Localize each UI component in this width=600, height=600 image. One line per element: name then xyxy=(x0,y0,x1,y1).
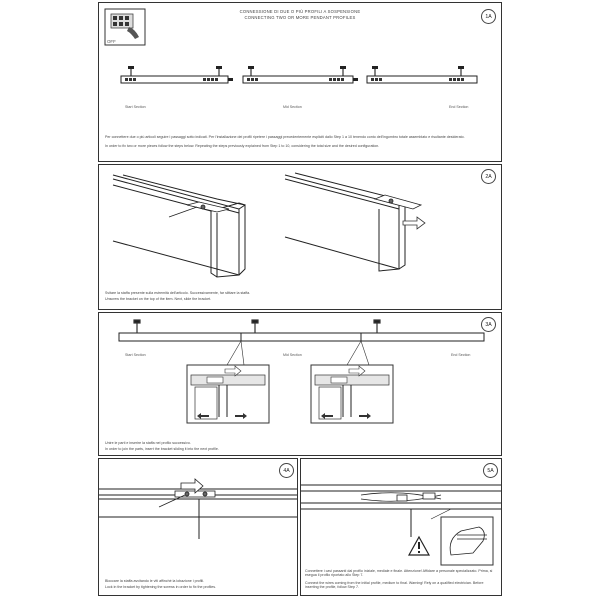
warning-icon xyxy=(407,535,431,556)
step-5a-drawing xyxy=(301,484,501,566)
detail-joint-left xyxy=(186,364,270,424)
bracket-screw-icon xyxy=(158,478,216,508)
label-start-section: Start Section xyxy=(125,353,146,357)
panel-step-3a: 3A Start Section Mid Section End Section… xyxy=(98,312,502,456)
step-2a-drawing xyxy=(112,172,426,278)
label-end-section: End Section xyxy=(451,353,471,357)
step-3a-drawing xyxy=(118,319,485,424)
step-4a-caption-it: Bloccare la staffa avvitando le viti aff… xyxy=(105,579,205,583)
step-4a-drawing xyxy=(99,478,297,539)
detail-joint-right xyxy=(310,364,394,424)
profile-perspective-right xyxy=(284,172,406,272)
profile-perspective-left xyxy=(112,174,246,278)
label-mid-section: Mid Section xyxy=(283,353,302,357)
bracket-left-icon xyxy=(168,201,230,218)
mid-section-profile xyxy=(242,66,358,84)
label-mid-section: Mid Section xyxy=(283,105,302,109)
step-4a-caption-en: Lock in the bracket by tightening the sc… xyxy=(105,585,217,589)
step-5a-caption-en: Connect the wires coming from the initia… xyxy=(305,581,484,590)
step-2a-caption-it: Svitare la staffa presente sulla estremi… xyxy=(105,291,251,295)
hand-detail-icon xyxy=(440,516,494,566)
step-5a-caption-it: Connettere i cavi passanti dal profilo i… xyxy=(305,569,493,578)
step-1a-caption-it: Per connettere due o più articoli seguir… xyxy=(105,135,465,139)
panel-step-4a: 4A Bloccare la staffa avvitando le viti … xyxy=(98,458,298,596)
step-badge-4a: 4A xyxy=(279,463,294,478)
suspension-cables xyxy=(133,319,381,333)
arrow-right-icon xyxy=(402,216,426,230)
step-1a-drawing xyxy=(104,8,478,84)
panel-step-5a: 5A Connettere i cavi passanti dal profil… xyxy=(300,458,502,596)
title-italian: CONNESSIONE DI DUE O PIÙ PROFILI A SOSPE… xyxy=(239,9,361,14)
panel-step-1a: CONNESSIONE DI DUE O PIÙ PROFILI A SOSPE… xyxy=(98,2,502,162)
connector-icon xyxy=(396,492,436,502)
end-section-profile xyxy=(366,66,478,84)
off-label: OFF xyxy=(107,39,116,44)
label-start-section: Start Section xyxy=(125,105,146,109)
instruction-sheet: CONNESSIONE DI DUE O PIÙ PROFILI A SOSPE… xyxy=(98,0,502,600)
step-3a-caption-it: Unire le parti e inserire la staffa nel … xyxy=(105,441,191,445)
panel-step-2a: 2A Svitare la staffa presente sulla estr… xyxy=(98,164,502,310)
bracket-right-icon xyxy=(373,194,423,210)
arrow-right-icon xyxy=(348,365,366,377)
step-1a-caption-en: In order to fix two or more pieces follo… xyxy=(105,144,380,148)
step-2a-caption-en: Unscrew the bracket on the top of the it… xyxy=(105,297,212,301)
start-section-profile xyxy=(120,66,233,84)
title-english: CONNECTING TWO OR MORE PENDANT PROFILES xyxy=(244,15,356,20)
step-badge-5a: 5A xyxy=(483,463,498,478)
step-badge-2a: 2A xyxy=(481,169,496,184)
step-badge-3a: 3A xyxy=(481,317,496,332)
joined-profile xyxy=(118,332,485,342)
step-badge-1a: 1A xyxy=(481,9,496,24)
arrow-right-icon xyxy=(224,365,242,377)
switch-off-icon xyxy=(104,8,146,46)
label-end-section: End Section xyxy=(449,105,469,109)
step-3a-caption-en: In order to join the parts, insert the b… xyxy=(105,447,219,451)
